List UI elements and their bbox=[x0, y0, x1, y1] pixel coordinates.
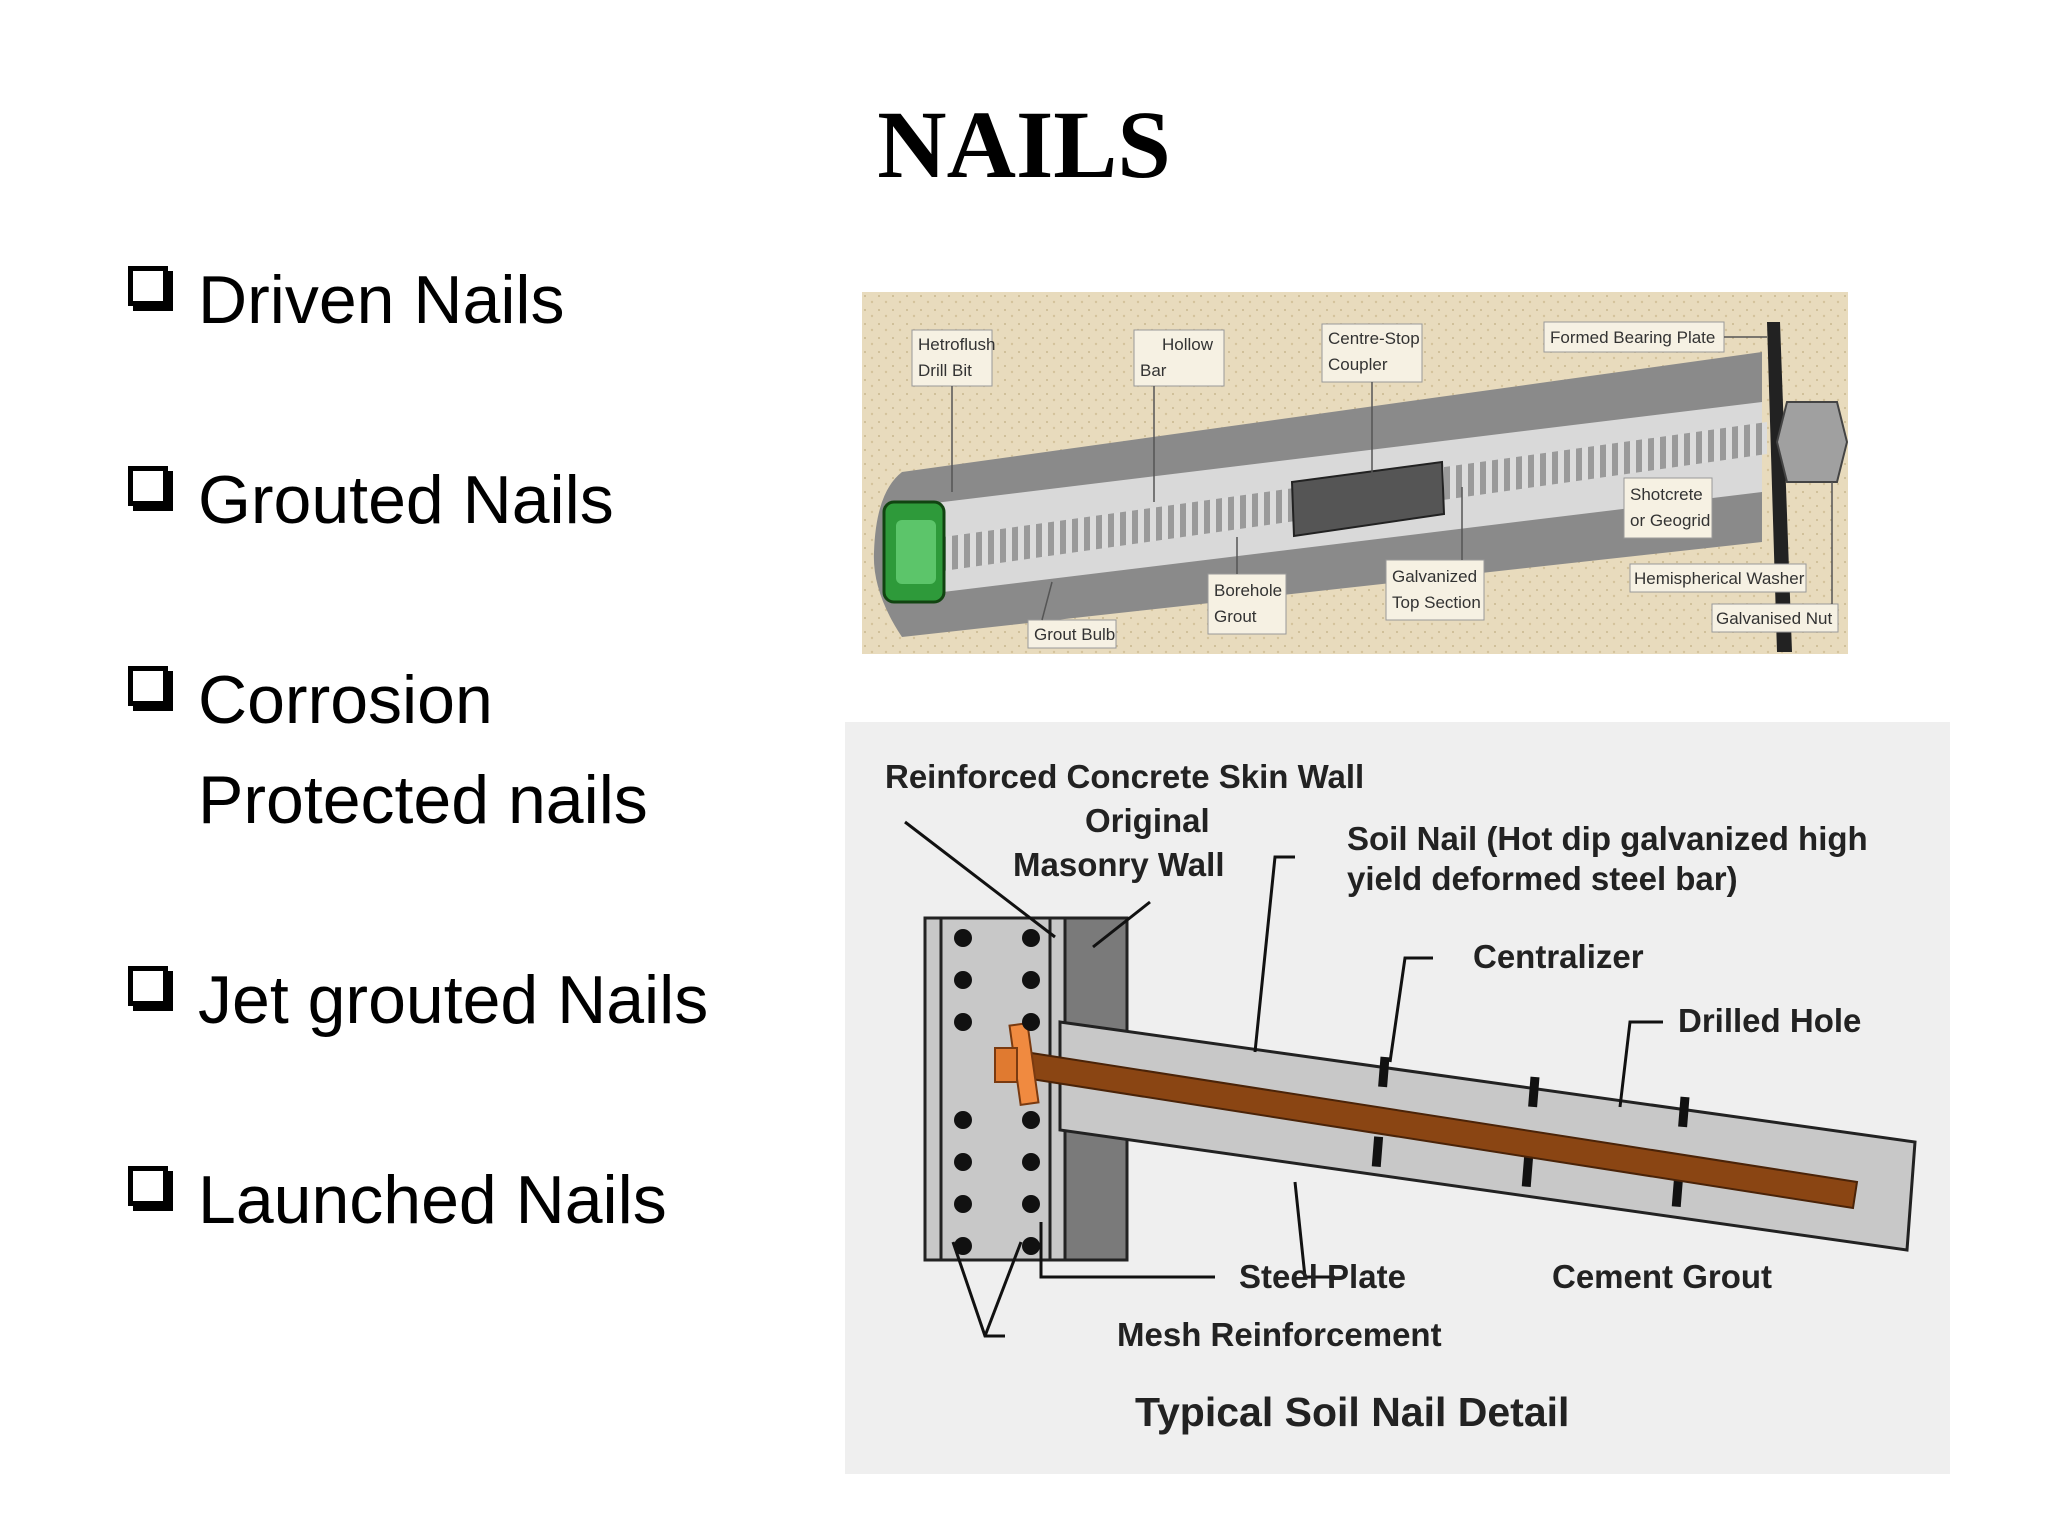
label-bearing-plate: Formed Bearing Plate bbox=[1543, 321, 1767, 353]
checkbox-bullet-icon bbox=[128, 466, 168, 506]
mesh-reinforcement-dots bbox=[954, 929, 1040, 1255]
skin-wall bbox=[923, 916, 1067, 1262]
drill-bit-face bbox=[896, 520, 936, 584]
centralizer bbox=[1370, 1056, 1390, 1183]
label-shotcrete: Shotcrete or Geogrid bbox=[1623, 477, 1713, 539]
checkbox-bullet-icon bbox=[128, 666, 168, 706]
galvanised-nut bbox=[1775, 401, 1848, 483]
bullet-text: Grouted Nails bbox=[198, 462, 614, 538]
hollow-bar-nail-figure: Hetroflush Drill Bit Hollow Bar Centre-S… bbox=[862, 292, 1848, 654]
label-text: Grout bbox=[1214, 607, 1257, 626]
checkbox-bullet-icon bbox=[128, 966, 168, 1006]
label-borehole-grout: Borehole Grout bbox=[1207, 537, 1287, 635]
label-text: Galvanised Nut bbox=[1716, 609, 1833, 628]
bullet-item-grouted-nails: Grouted Nails bbox=[128, 450, 614, 550]
label-text: Borehole bbox=[1214, 581, 1282, 600]
label-drill-bit: Hetroflush Drill Bit bbox=[911, 329, 995, 492]
label-text: Drill Bit bbox=[918, 361, 972, 380]
label-masonry-wall-2: Masonry Wall bbox=[1013, 846, 1225, 883]
coupler bbox=[1290, 460, 1446, 538]
label-soil-nail-1: Soil Nail (Hot dip galvanized high bbox=[1347, 820, 1868, 857]
label-text: Shotcrete bbox=[1630, 485, 1703, 504]
centralizer bbox=[1670, 1096, 1690, 1223]
label-soil-nail-2: yield deformed steel bar) bbox=[1347, 860, 1738, 897]
label-text: Hollow bbox=[1162, 335, 1214, 354]
bullet-item-launched-nails: Launched Nails bbox=[128, 1150, 667, 1250]
label-text: Bar bbox=[1140, 361, 1167, 380]
label-galvanized-top: Galvanized Top Section bbox=[1385, 487, 1485, 621]
label-drilled-hole: Drilled Hole bbox=[1678, 1002, 1861, 1039]
label-text: Grout Bulb bbox=[1034, 625, 1115, 644]
label-text: Centre-Stop bbox=[1328, 329, 1420, 348]
bullet-item-corrosion-protected-nails: Corrosion Protected nails bbox=[128, 650, 648, 850]
leader-lines bbox=[904, 820, 1663, 1338]
bullet-text: Driven Nails bbox=[198, 262, 565, 338]
bullet-text: Launched Nails bbox=[198, 1162, 667, 1238]
slide-title: NAILS bbox=[877, 91, 1171, 198]
label-text: or Geogrid bbox=[1630, 511, 1710, 530]
bullet-text-line-2: Protected nails bbox=[198, 762, 648, 838]
label-mesh-reinforcement: Mesh Reinforcement bbox=[1117, 1316, 1442, 1353]
bullet-text: Jet grouted Nails bbox=[198, 962, 709, 1038]
bullet-item-driven-nails: Driven Nails bbox=[128, 250, 565, 350]
label-centralizer: Centralizer bbox=[1473, 938, 1644, 975]
checkbox-bullet-icon bbox=[128, 266, 168, 306]
label-text: Coupler bbox=[1328, 355, 1388, 374]
centralizer bbox=[1520, 1076, 1540, 1203]
label-cement-grout: Cement Grout bbox=[1552, 1258, 1772, 1295]
label-hollow-bar: Hollow Bar bbox=[1133, 329, 1225, 502]
hollow-bar-nail-diagram: Hetroflush Drill Bit Hollow Bar Centre-S… bbox=[862, 292, 1848, 654]
label-text: Galvanized bbox=[1392, 567, 1477, 586]
label-text: Hemispherical Washer bbox=[1634, 569, 1805, 588]
bullet-item-jet-grouted-nails: Jet grouted Nails bbox=[128, 950, 708, 1050]
label-nut: Galvanised Nut bbox=[1711, 482, 1839, 633]
label-washer: Hemispherical Washer bbox=[1629, 563, 1807, 593]
label-text: Hetroflush bbox=[918, 335, 995, 354]
nut bbox=[994, 1047, 1018, 1083]
label-text: Top Section bbox=[1392, 593, 1481, 612]
label-coupler: Centre-Stop Coupler bbox=[1321, 323, 1423, 477]
label-grout-bulb: Grout Bulb bbox=[1027, 581, 1117, 649]
label-masonry-wall-1: Original bbox=[1085, 802, 1210, 839]
bullet-text-line-1: Corrosion bbox=[198, 662, 493, 738]
label-steel-plate: Steel Plate bbox=[1239, 1258, 1406, 1295]
label-text: Formed Bearing Plate bbox=[1550, 328, 1715, 347]
figure-caption: Typical Soil Nail Detail bbox=[1135, 1389, 1569, 1435]
bullet-text: Corrosion Protected nails bbox=[198, 650, 648, 850]
soil-nail-detail-diagram: Reinforced Concrete Skin Wall Original M… bbox=[845, 722, 1950, 1474]
checkbox-bullet-icon bbox=[128, 1166, 168, 1206]
label-skin-wall: Reinforced Concrete Skin Wall bbox=[885, 758, 1364, 795]
soil-nail-detail-figure: Reinforced Concrete Skin Wall Original M… bbox=[845, 722, 1950, 1474]
